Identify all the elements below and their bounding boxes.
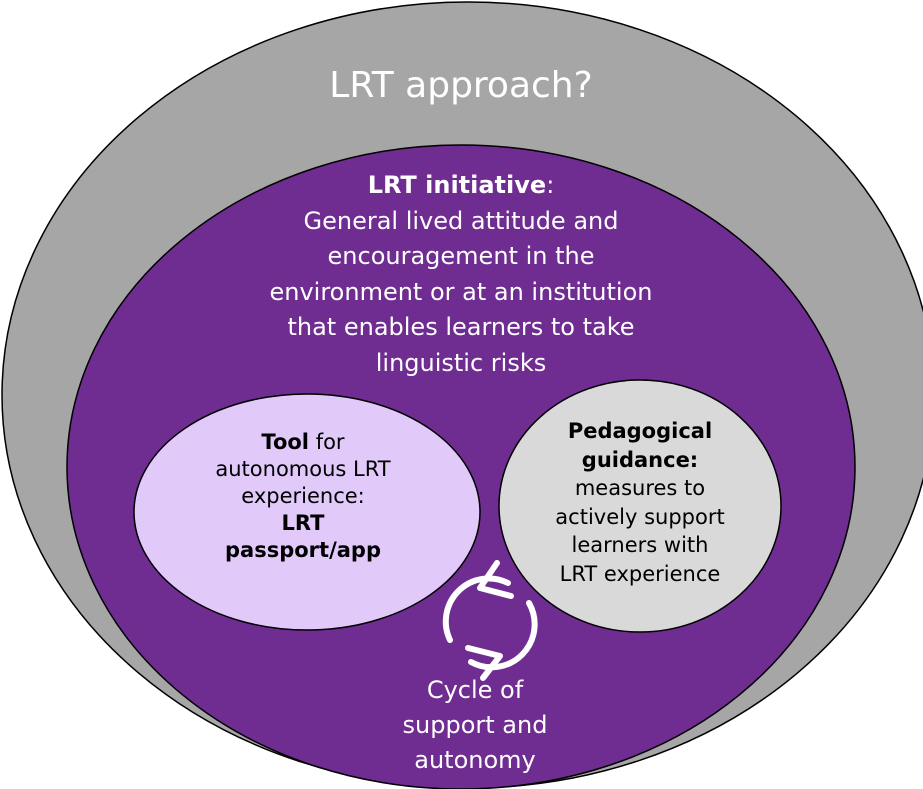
guidance-line: learners with bbox=[571, 533, 709, 557]
initiative-line: encouragement in the bbox=[327, 242, 595, 270]
tool-circle bbox=[133, 393, 481, 631]
initiative-heading-line: LRT initiative: bbox=[212, 168, 710, 204]
cycle-line: Cycle of bbox=[426, 676, 524, 704]
guidance-bold-line: Pedagogical bbox=[567, 419, 713, 443]
guidance-bold-line: guidance: bbox=[581, 447, 699, 472]
initiative-heading-colon: : bbox=[546, 171, 555, 199]
tool-line: experience: bbox=[241, 484, 365, 508]
cycle-arrowhead-upper bbox=[477, 560, 514, 599]
initiative-line: General lived attitude and bbox=[303, 206, 619, 235]
tool-bold-line: passport/app bbox=[225, 538, 381, 562]
guidance-line: LRT experience bbox=[559, 561, 721, 586]
initiative-line: environment or at an institution bbox=[269, 277, 653, 306]
guidance-circle bbox=[498, 379, 782, 633]
tool-text: Tool for autonomous LRT experience: LRT … bbox=[173, 429, 433, 564]
tool-heading-line: Tool for bbox=[173, 429, 433, 456]
cycle-arrowhead-lower bbox=[465, 645, 503, 681]
cycle-text: Cycle of support and autonomy bbox=[355, 673, 595, 778]
initiative-line: linguistic risks bbox=[375, 348, 547, 377]
guidance-line: measures to bbox=[574, 476, 706, 500]
outer-title: LRT approach? bbox=[329, 65, 593, 106]
tool-heading-suffix: for bbox=[309, 430, 345, 454]
initiative-line: that enables learners to take bbox=[287, 313, 635, 341]
cycle-line: support and bbox=[402, 711, 548, 739]
cycle-arrow-upper bbox=[442, 575, 511, 643]
guidance-line: actively support bbox=[555, 504, 725, 529]
cycle-line: autonomy bbox=[414, 746, 536, 774]
tool-bold-line: LRT bbox=[281, 511, 325, 535]
guidance-text: Pedagogical guidance: measures to active… bbox=[515, 417, 765, 588]
initiative-heading: LRT initiative bbox=[367, 171, 547, 199]
tool-line: autonomous LRT bbox=[215, 457, 391, 481]
cycle-arrow-lower bbox=[468, 600, 538, 671]
tool-heading: Tool bbox=[261, 430, 310, 454]
cycle-arrows-icon bbox=[442, 560, 538, 681]
initiative-text: LRT initiative: General lived attitude a… bbox=[212, 168, 710, 381]
